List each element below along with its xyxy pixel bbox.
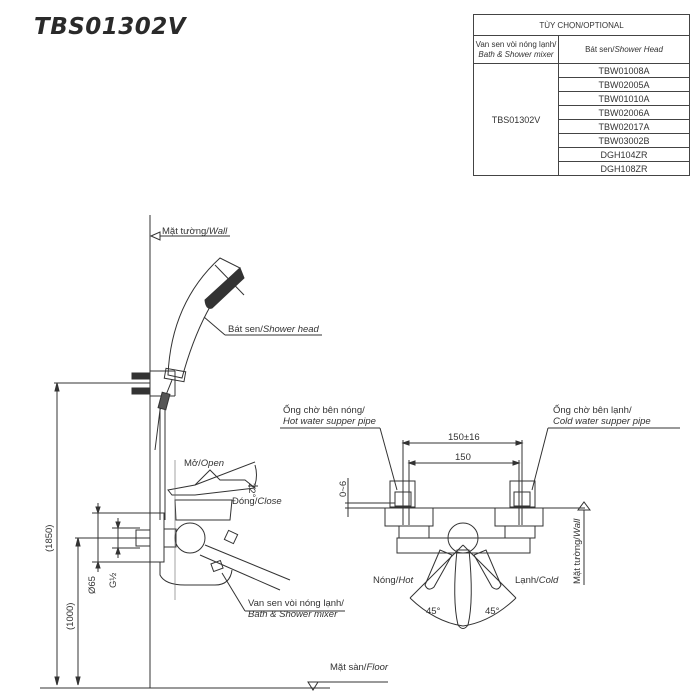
cold-pipe-label: Ống chờ bên lạnh/Cold water supper pipe bbox=[553, 405, 651, 427]
mixer-header-en: Bath & Shower mixer bbox=[478, 49, 554, 59]
shower-head bbox=[163, 257, 245, 383]
mixer-front-view bbox=[384, 507, 544, 629]
open-label: Mở/Open bbox=[184, 458, 225, 469]
angle-22-arc bbox=[254, 464, 257, 486]
hose-connector bbox=[157, 391, 171, 411]
angle-22-label: 22° bbox=[246, 483, 257, 498]
hose bbox=[154, 379, 173, 451]
shower-head-header-vn: Bát sen/ bbox=[585, 45, 615, 54]
front-wall-marker-icon bbox=[577, 501, 591, 511]
mixer-label: Van sen vòi nóng lạnh/Bath & Shower mixe… bbox=[248, 598, 344, 620]
dim-thread: G½ bbox=[108, 572, 119, 588]
dim-mixer-height: (1000) bbox=[65, 602, 76, 630]
wall-label: Mặt tường/Wall bbox=[162, 226, 228, 237]
table-row: DGH108ZR bbox=[558, 161, 690, 176]
angle-hot-label: 45° bbox=[426, 606, 441, 617]
model-cell: TBS01302V bbox=[473, 63, 559, 176]
rotation-arc bbox=[409, 597, 517, 627]
dim-diameter: Ø65 bbox=[87, 576, 98, 594]
shower-head-column-header: Bát sen/Shower Head bbox=[558, 35, 690, 64]
shower-head-leader bbox=[203, 316, 226, 336]
dim-offset: 0~6 bbox=[338, 480, 349, 497]
floor-label: Mặt sàn/Floor bbox=[330, 662, 389, 673]
close-label: Đóng/Close bbox=[232, 496, 282, 507]
shower-head-label: Bát sen/Shower head bbox=[228, 324, 319, 335]
dim-center-adjustable: 150±16 bbox=[448, 432, 480, 443]
front-wall-label: Mặt tường/Wall bbox=[572, 518, 583, 584]
mixer-header-vn: Van sen vòi nóng lạnh/ bbox=[475, 39, 557, 49]
dim-center: 150 bbox=[455, 452, 471, 463]
hot-label: Nóng/Hot bbox=[373, 575, 414, 586]
mixer-side-view bbox=[135, 469, 291, 591]
mixer-column-header: Van sen vòi nóng lạnh/ Bath & Shower mix… bbox=[473, 35, 559, 64]
floor-marker-icon bbox=[307, 681, 319, 691]
options-table: TÙY CHỌN/OPTIONAL Van sen vòi nóng lạnh/… bbox=[473, 14, 690, 176]
model-title: TBS01302V bbox=[34, 14, 187, 40]
cold-label: Lạnh/Cold bbox=[515, 575, 559, 586]
wall-marker-icon bbox=[149, 231, 161, 241]
dim-total-height: (1850) bbox=[44, 524, 55, 552]
shower-head-header-en: Shower Head bbox=[614, 45, 663, 54]
hot-pipe-label: Ống chờ bên nóng/Hot water supper pipe bbox=[283, 405, 376, 427]
mixer-leader bbox=[221, 572, 246, 612]
angle-cold-label: 45° bbox=[485, 606, 500, 617]
